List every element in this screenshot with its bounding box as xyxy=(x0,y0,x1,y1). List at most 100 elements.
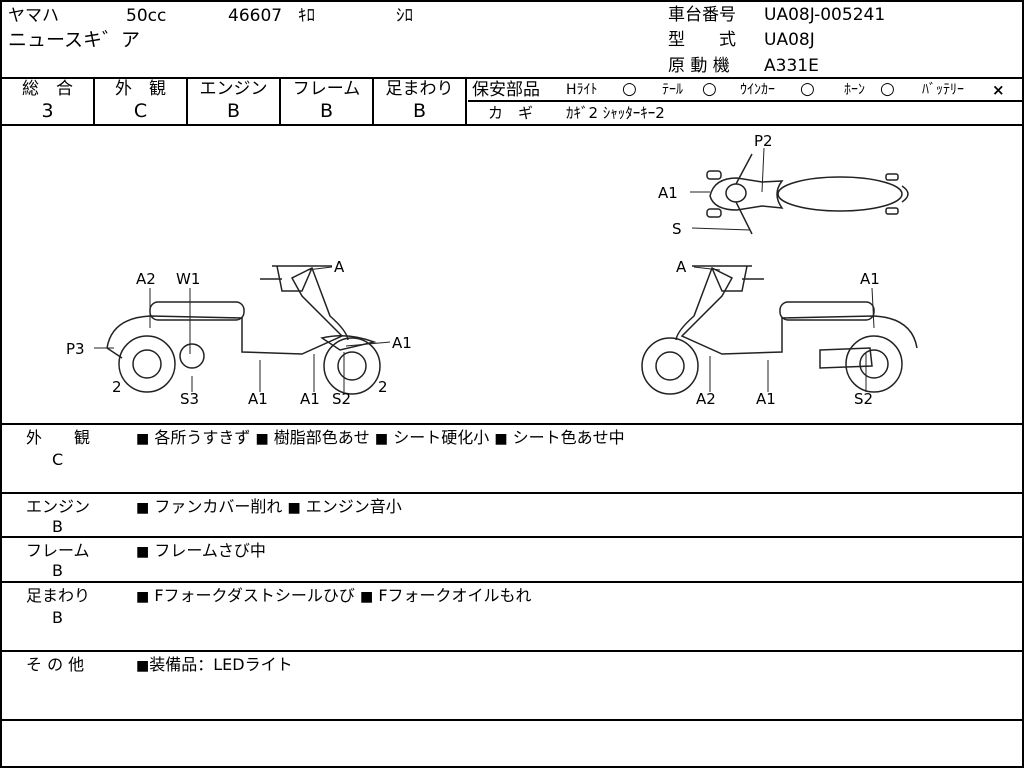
remark-item: 各所うすきず xyxy=(154,428,251,447)
bullet: ■ xyxy=(136,589,150,605)
grade-bottom-line xyxy=(0,124,1022,126)
bullet: ■ xyxy=(287,500,301,516)
label-left-a2: A2 xyxy=(136,270,156,288)
grade-label-overall: 総 合 xyxy=(22,79,73,99)
bullet: ■ xyxy=(136,431,150,447)
grade-top-line xyxy=(0,77,1022,79)
engine-label: 原 動 機 xyxy=(668,56,730,76)
chassis-label: 車台番号 xyxy=(668,5,736,25)
safety-item-winker: ｳｲﾝｶｰ xyxy=(740,82,775,98)
remarks-line xyxy=(0,492,1022,494)
label-right-s2: S2 xyxy=(854,390,873,408)
scooter-left-view xyxy=(106,265,381,395)
grade-divider xyxy=(93,77,95,126)
label-left-p3: P3 xyxy=(66,340,85,358)
remarks-line xyxy=(0,650,1022,652)
safety-mark-horn: ○ xyxy=(880,79,895,99)
label-right-a2: A2 xyxy=(696,390,716,408)
remark-items-suspension: ■ Fフォークダストシールひび ■ Fフォークオイルもれ xyxy=(136,586,532,607)
type-label: 型 式 xyxy=(668,30,736,50)
displacement: 50cc xyxy=(126,6,167,26)
grade-label-exterior: 外 観 xyxy=(115,79,166,99)
safety-mark-headlight: ○ xyxy=(622,79,637,99)
bullet: ■ xyxy=(136,544,150,560)
safety-mid-line xyxy=(468,100,1022,102)
bullet: ■ xyxy=(136,500,150,516)
remark-grade-engine: B xyxy=(52,517,63,536)
remark-item: ファンカバー削れ xyxy=(154,497,283,516)
bullet: ■ xyxy=(494,431,508,447)
mileage-unit: ｷﾛ xyxy=(298,6,315,26)
safety-item-headlight: Hﾗｲﾄ xyxy=(566,82,598,98)
grade-value-engine: B xyxy=(226,100,241,122)
grade-divider xyxy=(465,77,467,126)
bullet: ■ xyxy=(374,431,389,447)
callout-lines xyxy=(94,147,875,392)
label-left-a1-b2: A1 xyxy=(300,390,320,408)
key-label: カ ギ xyxy=(488,104,534,122)
label-left-a1-b1: A1 xyxy=(248,390,268,408)
label-left-a: A xyxy=(334,258,345,276)
remark-label-suspension: 足まわり xyxy=(26,586,91,605)
safety-mark-battery: × xyxy=(992,81,1005,99)
remark-item: シート硬化小 xyxy=(393,428,490,447)
safety-mark-winker: ○ xyxy=(800,79,815,99)
remark-label-frame: フレーム xyxy=(26,541,90,560)
bullet: ■ xyxy=(255,431,269,447)
remark-grade-exterior: C xyxy=(52,450,64,469)
remark-items-frame: ■ フレームさび中 xyxy=(136,541,266,562)
remark-items-engine: ■ ファンカバー削れ ■ エンジン音小 xyxy=(136,497,402,518)
safety-item-horn: ﾎｰﾝ xyxy=(844,82,865,98)
safety-item-battery: ﾊﾞｯﾃﾘｰ xyxy=(922,82,964,98)
grade-value-frame: B xyxy=(319,100,334,122)
remark-items-exterior: ■ 各所うすきず ■ 樹脂部色あせ ■ シート硬化小 ■ シート色あせ中 xyxy=(136,428,625,449)
remark-item: 樹脂部色あせ xyxy=(273,428,370,447)
chassis-value: UA08J-005241 xyxy=(764,5,886,25)
bullet: ■ xyxy=(360,589,374,605)
scooter-top-view xyxy=(706,153,909,235)
label-left-s2: S2 xyxy=(332,390,351,408)
remark-label-other: そ の 他 xyxy=(26,655,85,674)
remark-item: Fフォークオイルもれ xyxy=(378,586,532,605)
engine-value: A331E xyxy=(764,56,819,76)
label-top-s: S xyxy=(672,220,682,238)
safety-item-tail: ﾃｰﾙ xyxy=(662,82,683,98)
grade-divider xyxy=(186,77,188,126)
remark-label-engine: エンジン xyxy=(26,497,91,516)
maker: ヤマハ xyxy=(8,6,59,26)
label-top-p2: P2 xyxy=(754,132,773,150)
grade-label-suspension: 足まわり xyxy=(385,79,454,99)
color: ｼﾛ xyxy=(396,6,413,26)
label-left-s3: S3 xyxy=(180,390,199,408)
label-right-a: A xyxy=(676,258,687,276)
mileage: 46607 xyxy=(228,6,283,26)
bullet: ■ xyxy=(136,658,150,674)
grade-divider xyxy=(279,77,281,126)
scooter-diagram: P2 A1 S A A2 W1 A1 P3 2 2 S3 A1 A1 S2 A … xyxy=(66,132,918,408)
remarks-line xyxy=(0,536,1022,538)
label-left-w1: W1 xyxy=(176,270,200,288)
remark-item: フレームさび中 xyxy=(154,541,266,560)
label-right-a1-top: A1 xyxy=(860,270,880,288)
safety-mark-tail: ○ xyxy=(702,79,717,99)
label-left-2b: 2 xyxy=(378,378,388,396)
key-value: ｶｷﾞ2 ｼｬｯﾀｰｷｰ2 xyxy=(566,104,665,122)
remark-label-exterior: 外 観 xyxy=(26,428,91,447)
label-top-a1: A1 xyxy=(658,184,678,202)
remark-item: Fフォークダストシールひび xyxy=(154,586,355,605)
safety-label: 保安部品 xyxy=(472,80,540,100)
grade-value-overall: 3 xyxy=(41,100,54,122)
label-left-a1-right: A1 xyxy=(392,334,412,352)
grade-value-suspension: B xyxy=(412,100,427,122)
remark-item: シート色あせ中 xyxy=(512,428,625,447)
remark-items-other: ■装備品：LEDライト xyxy=(136,655,293,676)
remarks-line xyxy=(0,581,1022,583)
scooter-right-view xyxy=(641,265,918,395)
model-name: ニュースキ゛ア xyxy=(8,29,141,51)
grade-label-engine: エンジン xyxy=(199,79,268,99)
remark-item: 装備品：LEDライト xyxy=(149,655,293,674)
diagram-bottom-line xyxy=(0,423,1022,425)
label-right-a1-b: A1 xyxy=(756,390,776,408)
